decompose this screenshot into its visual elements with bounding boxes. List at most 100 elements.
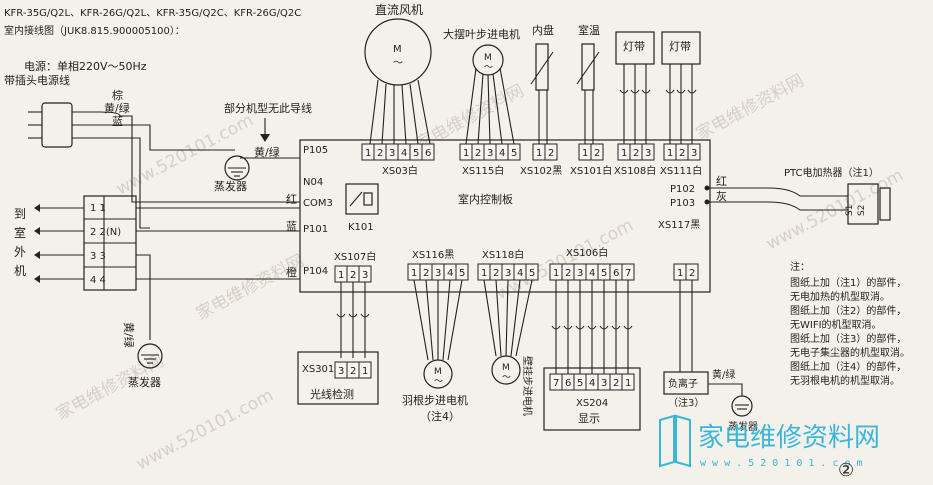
wire-brown: 棕 (112, 88, 123, 102)
ac-symbol: ～ (484, 63, 493, 73)
pin-label: 1 (365, 148, 371, 159)
ion-label: 负离子 (668, 377, 698, 390)
control-board-label: 室内控制板 (458, 192, 513, 206)
pin-label: 5 (601, 268, 607, 279)
light-strip-label: 灯带 (623, 40, 645, 53)
pin-label: 2 (613, 378, 619, 389)
pin-label: 4 (517, 268, 523, 279)
brand-name: 家电维修资料网 (698, 423, 880, 453)
control-board (299, 139, 711, 293)
legend-line: 图纸上加（注2）的部件， (790, 304, 906, 317)
room-sensor-label: 室温 (578, 23, 600, 37)
port-n04: N04 (303, 177, 323, 188)
ptc-s1: S1 (845, 205, 855, 216)
pin-label: 3 (601, 378, 607, 389)
pin-label: 1 (553, 268, 559, 279)
connector-xs108: 1 2 3 (617, 143, 655, 161)
connector-label: XS03白 (382, 164, 418, 177)
brand-url: w w w . 5 2 0 1 0 1 . c o m (700, 458, 863, 469)
connector-label: XS111白 (660, 164, 702, 177)
pin-label: 4 (589, 378, 595, 389)
power-cable: 带插头电源线 (4, 73, 70, 87)
outdoor-label-1: 到 (14, 207, 26, 221)
wall-motor (491, 355, 521, 385)
evaporator-label: 蒸发器 (128, 375, 161, 389)
light-strip-label: 灯带 (669, 40, 691, 53)
legend-line: 无电加热的机型取消。 (790, 290, 890, 303)
wire-blue: 蓝 (286, 220, 297, 233)
outdoor-label-2: 室 (14, 225, 26, 240)
pin-label: 2 (689, 268, 695, 279)
light-sensor-module (297, 351, 379, 405)
wire-red: 红 (716, 175, 727, 188)
outdoor-label-3: 外 (14, 245, 26, 259)
connector-label: XS115白 (462, 164, 504, 177)
legend-line: 无羽根电机的机型取消。 (790, 374, 900, 387)
watermark-text: www.520101.com (133, 385, 277, 474)
light-sensor-pins: 3 2 1 (334, 361, 372, 379)
ground-symbol (137, 343, 163, 369)
legend-notes: 注： 图纸上加（注1）的部件， 无电加热的机型取消。 图纸上加（注2）的部件， … (790, 260, 910, 387)
pin-label: 5 (413, 148, 419, 159)
connector-xs115: 1 2 3 4 5 (459, 143, 521, 161)
connector-label: XS107白 (334, 250, 376, 263)
pin-label: 2 (350, 366, 356, 377)
pin-label: 3 (577, 268, 583, 279)
relay-k101 (345, 183, 379, 215)
pin-label: 2 (679, 148, 685, 159)
pin-label: 2 (565, 268, 571, 279)
display-pins: 7 6 5 4 3 2 1 (549, 373, 635, 391)
port-p101: P101 (303, 224, 328, 235)
port-p105: P105 (303, 145, 328, 156)
watermark-text: 家电维修资料网 (193, 251, 307, 325)
pin-label: 1 (481, 268, 487, 279)
pin-label: 2 (548, 148, 554, 159)
pin-label: 4 (499, 148, 505, 159)
pin-label: 3 (389, 148, 395, 159)
evaporator-label: 蒸发器 (728, 420, 758, 433)
ground-symbol (224, 155, 250, 181)
legend-line: 无电子集尘器的机型取消。 (790, 346, 910, 359)
pin-label: 2 (475, 148, 481, 159)
wire-yellow-green: 黄/绿 (104, 101, 130, 115)
port-com3: COM3 (303, 198, 333, 209)
outdoor-terminal-block: 1 1 2 2(N) 3 3 4 4 (83, 195, 137, 291)
motor-symbol: M (484, 53, 492, 63)
pin-label: 3 (691, 148, 697, 159)
pin-label: 2 (377, 148, 383, 159)
legend-line: 图纸上加（注3）的部件， (790, 332, 906, 345)
connector-xs116: 1 2 3 4 5 (407, 263, 469, 281)
model-line: KFR-35G/Q2L、KFR-26G/Q2L、KFR-35G/Q2C、KFR-… (4, 8, 301, 19)
pin-label: 2 (594, 148, 600, 159)
pin-label: 3 (338, 366, 344, 377)
relay-label: K101 (348, 222, 374, 233)
ac-symbol: ～ (434, 377, 443, 387)
wire-blue: 蓝 (112, 115, 123, 128)
light-sensor-id: XS301 (302, 364, 334, 375)
pin-label: 4 (401, 148, 407, 159)
motor-symbol: M (502, 363, 510, 373)
port-p104: P104 (303, 266, 328, 277)
connector-ion: 1 2 (673, 263, 699, 281)
pin-label: 3 (487, 148, 493, 159)
ground-symbol (731, 395, 753, 417)
legend-title: 注： (790, 260, 810, 273)
terminal-4: 4 4 (90, 275, 106, 286)
connector-xs118: 1 2 3 4 5 (477, 263, 539, 281)
pin-label: 7 (553, 378, 559, 389)
pin-label: 7 (625, 268, 631, 279)
power-plug (28, 102, 73, 148)
dc-fan-label: 直流风机 (375, 3, 423, 17)
pin-label: 6 (613, 268, 619, 279)
pin-label: 1 (463, 148, 469, 159)
pin-label: 1 (667, 148, 673, 159)
pin-label: 3 (362, 270, 368, 281)
feather-motor-label: 羽根步进电机 (402, 393, 468, 407)
pin-label: 5 (529, 268, 535, 279)
ptc-heater-label: PTC电加热器（注1） (784, 166, 879, 179)
connector-xs102: 1 2 (532, 143, 558, 161)
room-sensor (581, 43, 595, 91)
wire-yellow-green: 黄/绿 (712, 368, 735, 381)
port-p102: P102 (670, 184, 695, 195)
outdoor-label-4: 机 (14, 264, 26, 278)
